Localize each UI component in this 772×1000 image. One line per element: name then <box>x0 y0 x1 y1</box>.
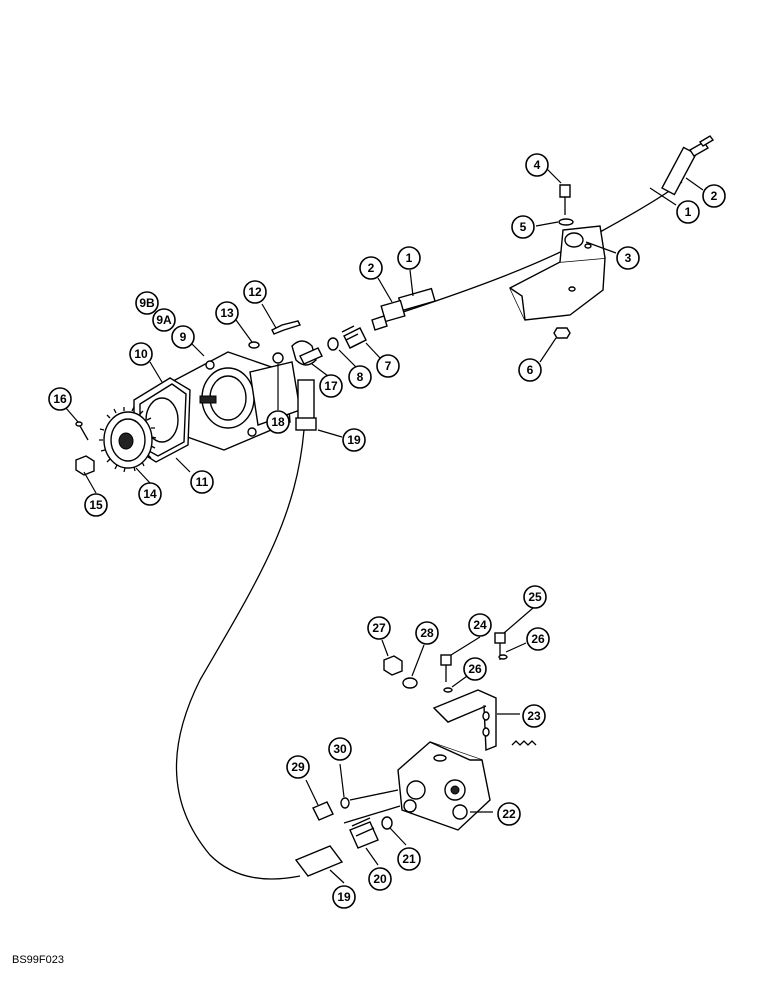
svg-text:4: 4 <box>534 158 541 172</box>
svg-text:2: 2 <box>368 261 375 275</box>
callout-10: 10 <box>129 342 153 366</box>
svg-text:16: 16 <box>53 392 67 406</box>
svg-text:11: 11 <box>196 475 209 489</box>
gear-nut-and-pin <box>75 421 95 476</box>
callout-12: 12 <box>243 280 267 304</box>
svg-text:24: 24 <box>473 618 487 632</box>
callout-14: 14 <box>138 482 162 506</box>
callout-17: 17 <box>319 374 343 398</box>
svg-text:17: 17 <box>324 379 338 393</box>
svg-text:9A: 9A <box>156 313 172 327</box>
callout-7: 7 <box>376 354 400 378</box>
drive-gear <box>99 406 157 473</box>
callout-24: 24 <box>468 613 492 637</box>
callout-30: 30 <box>328 737 352 761</box>
callout-2-lower: 2 <box>359 256 383 280</box>
callout-1-lower: 1 <box>397 246 421 270</box>
callout-21: 21 <box>397 847 421 871</box>
svg-text:9: 9 <box>180 330 187 344</box>
callout-28: 28 <box>415 621 439 645</box>
pump-assembly <box>159 351 301 451</box>
callout-25: 25 <box>523 585 547 609</box>
callout-2-upper: 2 <box>702 184 726 208</box>
callout-18: 18 <box>266 410 290 434</box>
svg-text:7: 7 <box>385 359 392 373</box>
svg-text:8: 8 <box>357 370 364 384</box>
svg-text:26: 26 <box>531 632 545 646</box>
callout-5: 5 <box>511 215 535 239</box>
callout-19-upper: 19 <box>342 428 366 452</box>
callout-19-lower: 19 <box>332 885 356 909</box>
callout-22: 22 <box>497 802 521 826</box>
svg-text:19: 19 <box>337 890 351 904</box>
callout-9: 9 <box>171 325 195 349</box>
svg-text:1: 1 <box>685 205 692 219</box>
callout-16: 16 <box>48 387 72 411</box>
callout-9a: 9A <box>152 308 176 332</box>
callout-23: 23 <box>522 704 546 728</box>
callout-11: 11 <box>190 470 214 494</box>
svg-text:20: 20 <box>373 872 387 886</box>
svg-text:5: 5 <box>520 220 527 234</box>
callout-13: 13 <box>215 301 239 325</box>
svg-text:10: 10 <box>134 347 148 361</box>
callout-9b: 9B <box>135 291 159 315</box>
callout-1-upper: 1 <box>676 200 700 224</box>
svg-text:18: 18 <box>271 415 285 429</box>
callout-29: 29 <box>286 755 310 779</box>
clamp-hardware <box>553 184 584 339</box>
cable-end-fitting <box>371 287 436 331</box>
valve-fittings <box>294 789 401 877</box>
svg-text:22: 22 <box>502 807 516 821</box>
svg-text:28: 28 <box>420 626 434 640</box>
callout-20: 20 <box>368 867 392 891</box>
svg-text:23: 23 <box>527 709 541 723</box>
callout-26-right: 26 <box>526 627 550 651</box>
callout-4: 4 <box>525 153 549 177</box>
long-hose <box>175 429 305 880</box>
svg-text:21: 21 <box>402 852 416 866</box>
callout-27: 27 <box>367 616 391 640</box>
svg-text:25: 25 <box>528 590 542 604</box>
bracket <box>509 225 606 321</box>
svg-text:29: 29 <box>291 760 305 774</box>
svg-text:12: 12 <box>248 285 262 299</box>
figure-code: BS99F023 <box>12 954 64 966</box>
leader-lines <box>65 167 704 884</box>
svg-text:30: 30 <box>333 742 347 756</box>
svg-text:2: 2 <box>711 189 718 203</box>
svg-text:19: 19 <box>347 433 361 447</box>
callout-26-left: 26 <box>463 657 487 681</box>
pump-fittings <box>248 320 367 431</box>
valve-block <box>397 741 491 831</box>
svg-text:13: 13 <box>220 306 234 320</box>
svg-text:6: 6 <box>527 363 534 377</box>
valve-bracket <box>432 689 537 752</box>
valve-hardware <box>383 632 508 693</box>
callout-6: 6 <box>518 358 542 382</box>
svg-text:26: 26 <box>468 662 482 676</box>
svg-text:27: 27 <box>372 621 386 635</box>
callout-3: 3 <box>616 246 640 270</box>
callout-15: 15 <box>84 493 108 517</box>
svg-text:9B: 9B <box>139 296 155 310</box>
callout-8: 8 <box>348 365 372 389</box>
svg-text:14: 14 <box>143 487 157 501</box>
svg-text:15: 15 <box>89 498 103 512</box>
svg-text:1: 1 <box>406 251 413 265</box>
svg-text:3: 3 <box>625 251 632 265</box>
